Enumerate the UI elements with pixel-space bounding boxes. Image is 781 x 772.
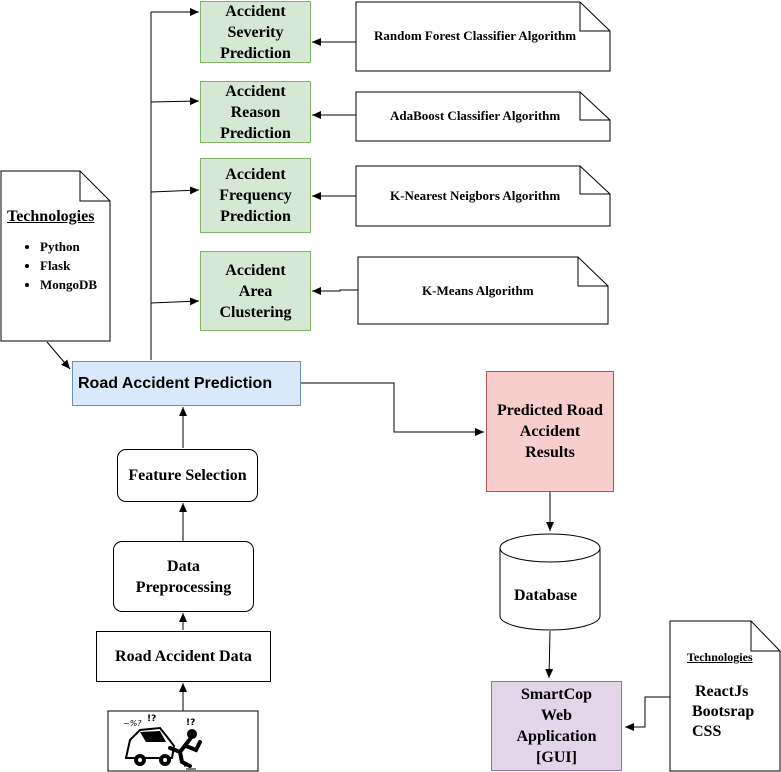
- backend-tech-doc: [0, 170, 111, 342]
- database-cylinder: [499, 533, 601, 631]
- svg-text:~%?: ~%?: [123, 719, 142, 728]
- results-line-2: Accident: [519, 423, 581, 440]
- frequency-line-3: Prediction: [220, 208, 291, 225]
- arrow-tech-to-prediction: [46, 341, 71, 370]
- arrow-database-to-webapp: [545, 630, 554, 679]
- arrow-algo-4: [312, 287, 358, 295]
- reason-line-1: Accident: [225, 82, 286, 100]
- webapp-line-2: Web: [540, 707, 573, 724]
- tech-item-python: Python: [40, 237, 97, 256]
- area-line-2: Area: [238, 282, 273, 300]
- road-accident-data-box: Road Accident Data: [96, 631, 271, 682]
- area-line-1: Accident: [225, 261, 286, 279]
- reason-line-2: Reason: [230, 103, 281, 121]
- road-accident-prediction-box: Road Accident Prediction: [72, 361, 301, 406]
- algorithm-label-3: K-Nearest Neigbors Algorithm: [390, 188, 561, 203]
- webapp-line-1: SmartCop: [520, 686, 593, 703]
- road-accident-prediction-label: Road Accident Prediction: [78, 374, 273, 392]
- algo-doc-2: [355, 91, 611, 142]
- arrow-frontend-to-webapp: [625, 696, 670, 731]
- algo-doc-4: [357, 256, 609, 325]
- database-label: Database: [514, 587, 578, 604]
- severity-line-3: Prediction: [220, 44, 291, 62]
- feature-selection-box: Feature Selection: [117, 449, 258, 502]
- svg-text:!?: !?: [186, 718, 195, 728]
- feature-selection-label: Feature Selection: [128, 466, 247, 484]
- frontend-tech-list: ReactJs Bootsrap CSS: [692, 682, 754, 742]
- road-accident-data-label: Road Accident Data: [115, 647, 252, 665]
- webapp-line-4: [GUI]: [536, 749, 577, 766]
- severity-line-1: Accident: [225, 2, 286, 20]
- accident-illustration: ~%? !? !?: [123, 714, 202, 770]
- reason-line-3: Prediction: [220, 124, 291, 142]
- area-line-3: Clustering: [219, 303, 292, 321]
- webapp-line-3: Application: [516, 728, 597, 745]
- algo-doc-1: [355, 1, 611, 72]
- algo-doc-3: [355, 165, 611, 227]
- results-line-3: Results: [525, 444, 575, 461]
- arrow-trunk-4: [150, 297, 200, 306]
- frontend-tech-title: Technologies: [687, 650, 753, 664]
- preprocessing-line-2: Preprocessing: [135, 578, 232, 596]
- tech-item-bootstrap: Bootsrap: [692, 703, 755, 720]
- tech-item-mongodb: MongoDB: [40, 275, 97, 294]
- tech-item-flask: Flask: [40, 256, 97, 275]
- preprocessing-line-1: Data: [167, 557, 200, 575]
- frontend-tech-doc: [669, 620, 781, 772]
- results-line-1: Predicted Road: [497, 402, 603, 419]
- arrow-trunk-3: [150, 186, 200, 195]
- algorithm-label-2: AdaBoost Classifier Algorithm: [390, 108, 561, 123]
- tech-item-css: CSS: [692, 723, 722, 740]
- severity-line-2: Severity: [227, 23, 284, 41]
- backend-tech-title: Technologies: [7, 208, 95, 225]
- svg-text:!?: !?: [147, 714, 156, 724]
- backend-tech-list: Python Flask MongoDB: [22, 237, 97, 294]
- arrow-prediction-to-results: [300, 382, 484, 436]
- frequency-line-2: Frequency: [219, 187, 292, 204]
- tech-item-reactjs: ReactJs: [695, 683, 749, 700]
- algorithm-label-1: Random Forest Classifier Algorithm: [374, 28, 577, 43]
- arrow-trunk-2: [150, 97, 200, 106]
- algorithm-label-4: K-Means Algorithm: [422, 283, 534, 298]
- frequency-line-1: Accident: [225, 166, 286, 183]
